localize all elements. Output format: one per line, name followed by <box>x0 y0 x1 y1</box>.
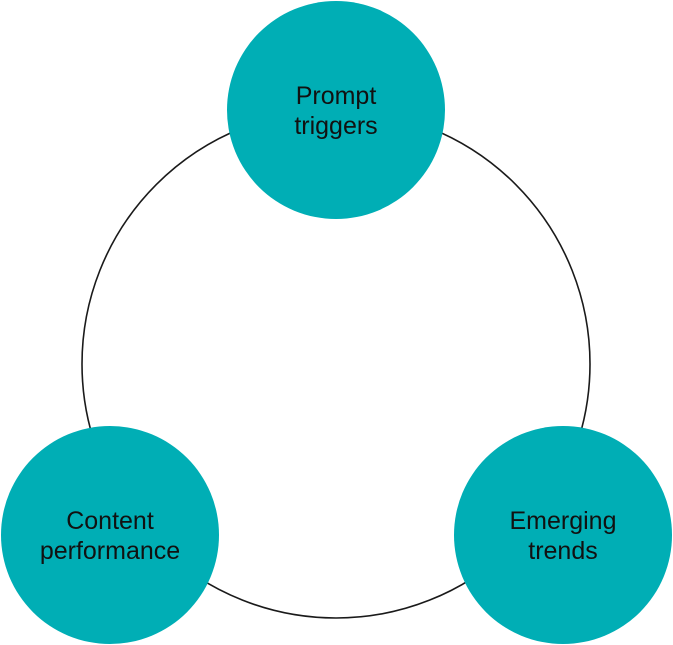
node-label-line2: triggers <box>294 112 377 140</box>
node-label-line1: Emerging <box>510 507 617 535</box>
node-label-line2: trends <box>528 537 597 565</box>
node-label-line1: Prompt <box>296 82 377 110</box>
node-content-performance: Content performance <box>1 426 219 644</box>
node-label-line1: Content <box>66 507 154 535</box>
node-circle <box>1 426 219 644</box>
node-label-line2: performance <box>40 537 180 565</box>
node-emerging-trends: Emerging trends <box>454 426 672 644</box>
node-prompt-triggers: Prompt triggers <box>227 1 445 219</box>
node-circle <box>454 426 672 644</box>
node-circle <box>227 1 445 219</box>
